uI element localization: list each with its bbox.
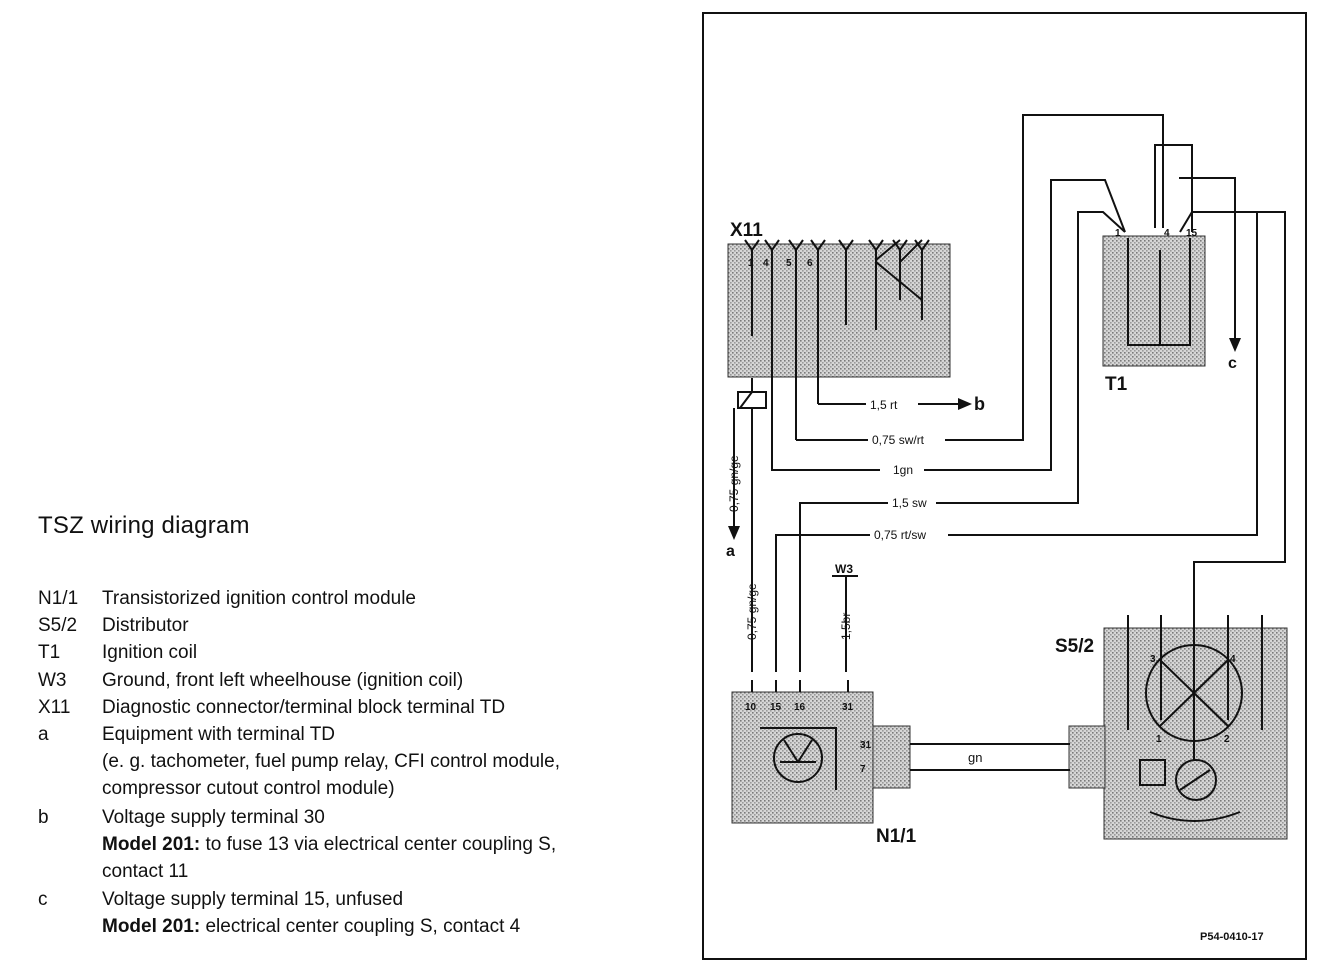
t1-pin-label: 1 xyxy=(1115,228,1121,239)
legend-desc: Diagnostic connector/terminal block term… xyxy=(102,697,506,718)
n11-label: N1/1 xyxy=(876,826,917,847)
s52-pin-label: 2 xyxy=(1224,734,1230,745)
x11-pin-label: 4 xyxy=(763,258,769,269)
ref-a-label: a xyxy=(726,543,735,560)
n11-side-pin-label: 7 xyxy=(860,764,866,775)
n11-side-pin-label: 31 xyxy=(860,740,872,751)
n11-module-box xyxy=(731,691,874,824)
legend-code: W3 xyxy=(38,670,67,691)
wire-label: 1,5 rt xyxy=(870,398,898,412)
arrow-b-icon xyxy=(958,398,972,410)
x11-pin-label: 5 xyxy=(786,258,792,269)
w3-label: W3 xyxy=(835,562,853,576)
legend-code: T1 xyxy=(38,642,61,663)
wire-label: 0,75 rt/sw xyxy=(874,528,926,542)
model-label: Model 201: xyxy=(102,916,201,937)
legend-desc: Ground, front left wheelhouse (ignition … xyxy=(102,670,464,691)
legend-desc-line: contact 11 xyxy=(102,861,189,882)
legend-desc-text: to fuse 13 via electrical center couplin… xyxy=(200,834,557,855)
t1-label: T1 xyxy=(1105,374,1128,395)
legend-code: a xyxy=(38,724,49,745)
x11-pin-label: 1 xyxy=(748,258,754,269)
legend-desc: Distributor xyxy=(102,615,189,636)
s52-pin-label: 1 xyxy=(1156,734,1162,745)
x11-pin-label: 6 xyxy=(807,258,813,269)
n11-side-plug xyxy=(872,725,911,789)
legend-desc-text: electrical center coupling S, contact 4 xyxy=(200,916,521,937)
n11-pin-label: 16 xyxy=(794,702,806,713)
legend-code: b xyxy=(38,807,49,828)
ref-b-label: b xyxy=(974,394,985,414)
wire-label: 1gn xyxy=(893,463,913,477)
wire-label: 1,5 sw xyxy=(892,496,927,510)
legend-code: c xyxy=(38,889,48,910)
legend-desc: Equipment with terminal TD xyxy=(102,724,336,745)
x11-label: X11 xyxy=(730,220,763,241)
legend-desc: Voltage supply terminal 15, unfused xyxy=(102,889,404,910)
wire-label: 0,75 gn/ge xyxy=(745,583,759,640)
wire-label: 1,5br xyxy=(839,613,853,640)
legend-desc-line: (e. g. tachometer, fuel pump relay, CFI … xyxy=(102,751,560,772)
legend-code: N1/1 xyxy=(38,588,79,609)
t1-pin-label: 4 xyxy=(1164,228,1170,239)
wire-label: 0,75 sw/rt xyxy=(872,433,925,447)
legend-desc-line: Model 201: to fuse 13 via electrical cen… xyxy=(102,831,556,858)
arrowheads xyxy=(728,338,1241,540)
figure-code: P54-0410-17 xyxy=(1200,931,1264,943)
wire-label: gn xyxy=(968,750,982,765)
diagram-title: TSZ wiring diagram xyxy=(38,512,250,539)
legend-desc: Transistorized ignition control module xyxy=(102,588,417,609)
arrow-c-icon xyxy=(1229,338,1241,352)
legend-desc-line: Model 201: electrical center coupling S,… xyxy=(102,913,520,940)
legend-panel: TSZ wiring diagram N1/1 Transistorized i… xyxy=(38,512,560,940)
ref-c-label: c xyxy=(1228,355,1237,372)
s52-pin-label: 3 xyxy=(1150,654,1156,665)
legend-code: X11 xyxy=(38,697,71,718)
legend-desc: Ignition coil xyxy=(102,642,198,663)
diagram-frame xyxy=(702,12,1307,960)
model-label: Model 201: xyxy=(102,834,201,855)
s52-distributor-box xyxy=(1103,627,1288,840)
x11-connector-box xyxy=(727,243,951,378)
s52-side-plug xyxy=(1068,725,1106,789)
legend-code: S5/2 xyxy=(38,615,78,636)
wires xyxy=(733,114,1286,822)
wire-label: 0,75 gn/ge xyxy=(727,455,741,512)
s52-label: S5/2 xyxy=(1055,636,1094,657)
t1-pin-label: 15 xyxy=(1186,228,1198,239)
n11-pin-label: 15 xyxy=(770,702,782,713)
legend-desc-line: compressor cutout control module) xyxy=(102,778,395,799)
n11-pin-label: 10 xyxy=(745,702,757,713)
arrow-a-icon xyxy=(728,526,740,540)
s52-pin-label: 4 xyxy=(1230,654,1236,665)
legend-desc: Voltage supply terminal 30 xyxy=(102,807,325,828)
n11-pin-label: 31 xyxy=(842,702,854,713)
